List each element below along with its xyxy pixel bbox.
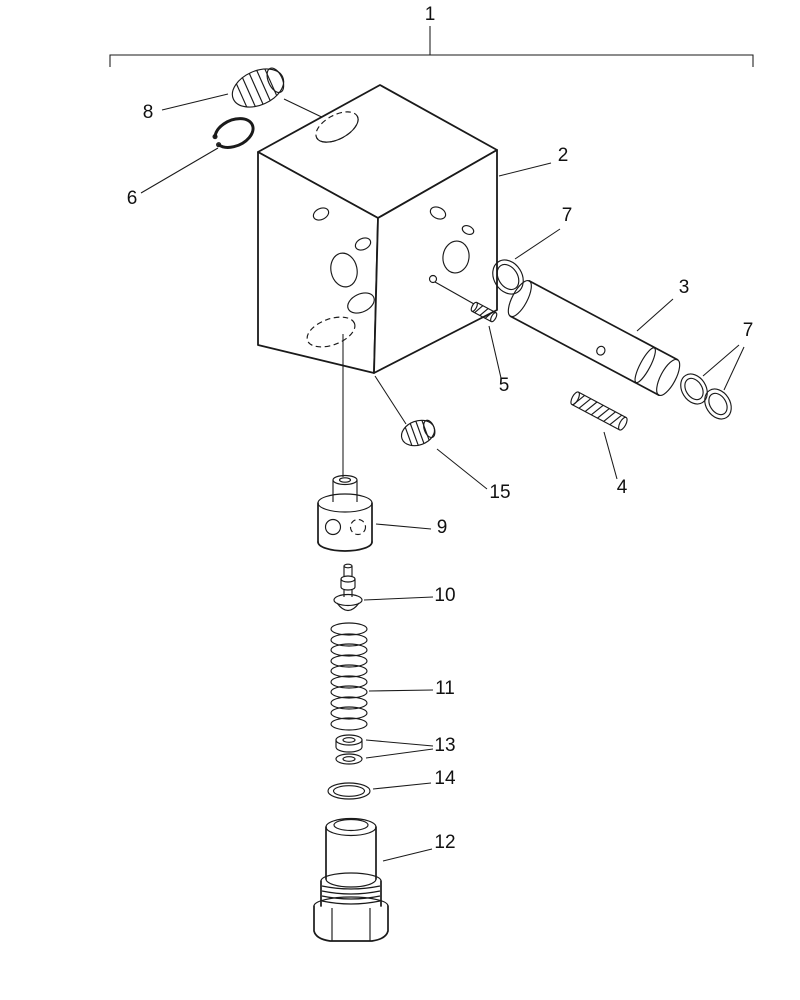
callout-13: 13 [434,735,455,756]
part-6-snap-ring [212,117,255,149]
fitting-cross-hole-hidden [349,518,367,536]
leader-5 [488,325,502,379]
callout-7-upper: 7 [562,205,573,226]
block-port-large-right [442,240,470,274]
block-port-large-left [330,252,358,288]
block-right-face [373,149,498,374]
leader-13a [365,739,434,747]
bracket-line [109,54,754,67]
callout-11: 11 [435,678,455,699]
leader-7-pair-a [702,344,740,377]
leader-11 [368,689,434,692]
part-9-guide-fitting [317,474,373,552]
part-7-oring-pair-a [680,373,708,405]
part-4-roll-pin [570,391,628,431]
callout-5: 5 [499,375,510,396]
callout-12: 12 [434,832,455,853]
block-pin-hole [428,274,438,284]
block-port-small-4 [461,225,475,235]
callout-14: 14 [434,768,456,789]
part-13-spring-seats [335,734,363,765]
leader-9 [375,523,432,530]
block-top-bore [315,111,359,143]
assembly-line-hole-to-pin [434,281,475,305]
leader-3 [636,298,674,332]
part-12-hex-plug [313,817,389,942]
part-2-valve-block [257,84,498,374]
leader-2 [498,162,552,177]
callout-7-pair: 7 [743,320,754,341]
block-port-bottom-left [347,292,375,314]
callout-6: 6 [127,188,138,209]
block-port-small-3 [429,206,447,220]
leader-15 [436,448,488,490]
part-7-oring-pair-b [704,388,732,420]
leader-14 [372,782,432,790]
leader-12 [382,848,433,862]
part-5-pin [470,301,498,323]
leader-4 [603,431,618,480]
block-port-small-2 [354,237,372,251]
callout-9: 9 [437,517,448,538]
fitting-cross-hole [324,518,342,536]
block-port-small-1 [312,207,330,221]
assembly-bracket: 1 [109,4,754,67]
part-3-spool [507,279,681,397]
assembly-line-block-to-15 [374,375,407,425]
callout-8: 8 [143,102,154,123]
leader-13b [365,748,434,759]
callout-15: 15 [489,482,510,503]
leader-10 [363,596,434,601]
callout-1: 1 [425,4,436,25]
part-11-spring [330,622,368,731]
part-8-ribbed-plug [231,67,285,108]
callout-2: 2 [558,145,569,166]
callout-4: 4 [617,477,628,498]
callout-3: 3 [679,277,690,298]
block-hidden-bore-left [306,316,356,348]
leader-7-pair-b [723,346,745,391]
leader-8 [161,93,229,111]
part-10-poppet [333,563,363,612]
leader-6 [140,147,219,194]
part-14-oring [327,782,371,800]
leader-7-upper [514,228,561,260]
part-15-ribbed-plug [400,419,436,447]
part-7-oring-upper [492,259,524,295]
callout-10: 10 [434,585,455,606]
